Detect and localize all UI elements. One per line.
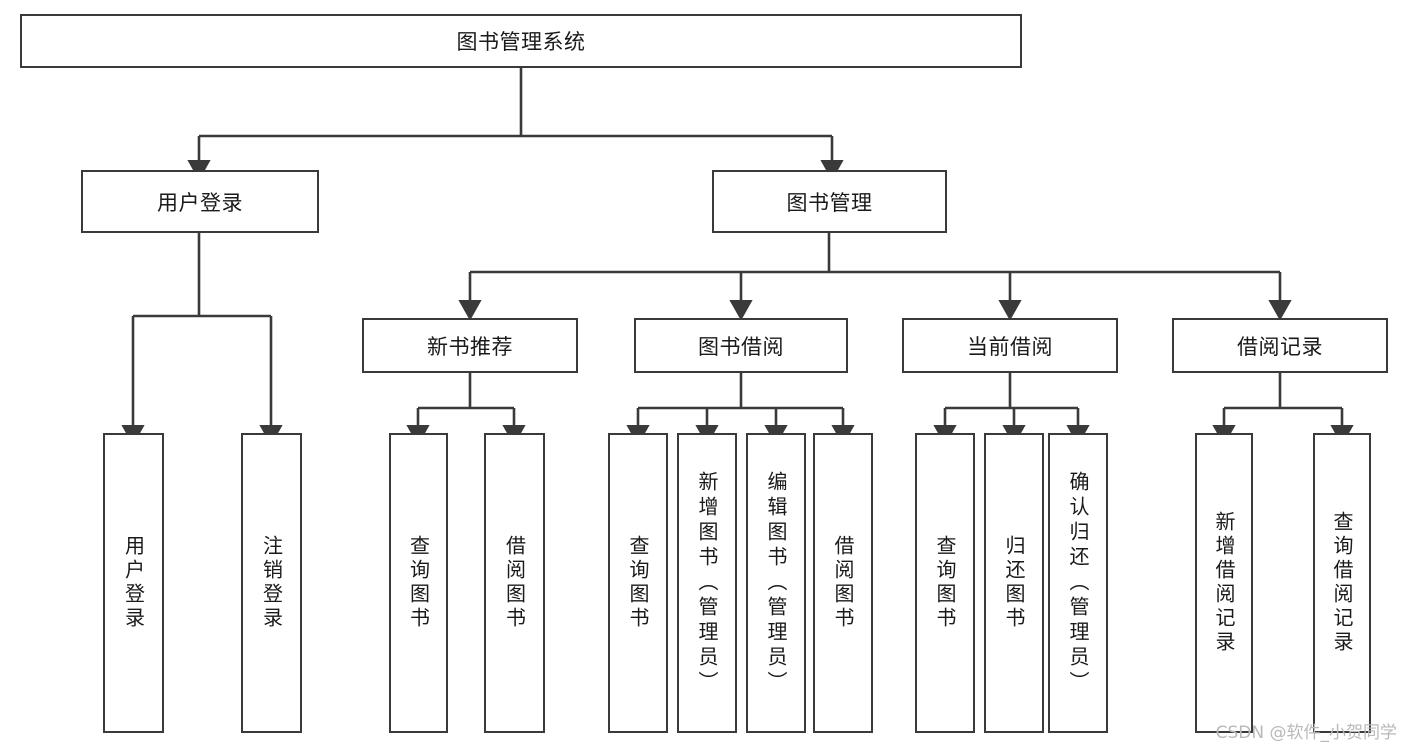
node-label: 借阅图书	[831, 535, 855, 631]
leaf-add-book-admin[interactable]: 新增图书（管理员）	[677, 433, 737, 733]
node-label: 查询图书	[406, 535, 431, 631]
node-new-book-recommend[interactable]: 新书推荐	[362, 318, 578, 373]
node-user-login[interactable]: 用户登录	[81, 170, 319, 233]
leaf-logout[interactable]: 注销登录	[241, 433, 302, 733]
leaf-confirm-return-admin[interactable]: 确认归还（管理员）	[1048, 433, 1108, 733]
leaf-return-book[interactable]: 归还图书	[984, 433, 1044, 733]
leaf-edit-book-admin[interactable]: 编辑图书（管理员）	[746, 433, 806, 733]
node-label: 查询图书	[933, 535, 957, 631]
node-root-book-management-system[interactable]: 图书管理系统	[20, 14, 1022, 68]
node-label: 新增图书（管理员）	[695, 470, 719, 696]
node-label: 图书管理	[786, 190, 873, 215]
node-book-management[interactable]: 图书管理	[712, 170, 947, 233]
node-label: 查询借阅记录	[1330, 511, 1354, 655]
leaf-query-borrow-record[interactable]: 查询借阅记录	[1313, 433, 1371, 733]
leaf-query-book-current[interactable]: 查询图书	[915, 433, 975, 733]
node-label: 查询图书	[626, 535, 650, 631]
node-label: 借阅记录	[1237, 334, 1323, 359]
node-label: 确认归还（管理员）	[1066, 470, 1090, 696]
leaf-borrow-book[interactable]: 借阅图书	[813, 433, 873, 733]
node-label: 用户登录	[121, 535, 146, 631]
leaf-borrow-book-recommend[interactable]: 借阅图书	[484, 433, 545, 733]
node-label: 注销登录	[259, 535, 284, 631]
node-label: 用户登录	[157, 190, 243, 215]
node-book-borrow[interactable]: 图书借阅	[634, 318, 848, 373]
node-borrow-record[interactable]: 借阅记录	[1172, 318, 1388, 373]
node-label: 当前借阅	[967, 334, 1053, 359]
leaf-query-book-borrow[interactable]: 查询图书	[608, 433, 668, 733]
node-label: 新书推荐	[427, 334, 513, 359]
node-label: 归还图书	[1002, 535, 1026, 631]
node-current-borrow[interactable]: 当前借阅	[902, 318, 1118, 373]
leaf-add-borrow-record[interactable]: 新增借阅记录	[1195, 433, 1253, 733]
csdn-watermark: CSDN @软件_小贺同学	[1215, 723, 1397, 743]
node-label: 图书借阅	[698, 334, 784, 359]
leaf-user-login[interactable]: 用户登录	[103, 433, 164, 733]
leaf-query-book-recommend[interactable]: 查询图书	[389, 433, 448, 733]
node-label: 新增借阅记录	[1212, 511, 1236, 655]
node-label: 图书管理系统	[456, 30, 586, 54]
node-label: 借阅图书	[502, 535, 527, 631]
node-label: 编辑图书（管理员）	[764, 470, 788, 696]
